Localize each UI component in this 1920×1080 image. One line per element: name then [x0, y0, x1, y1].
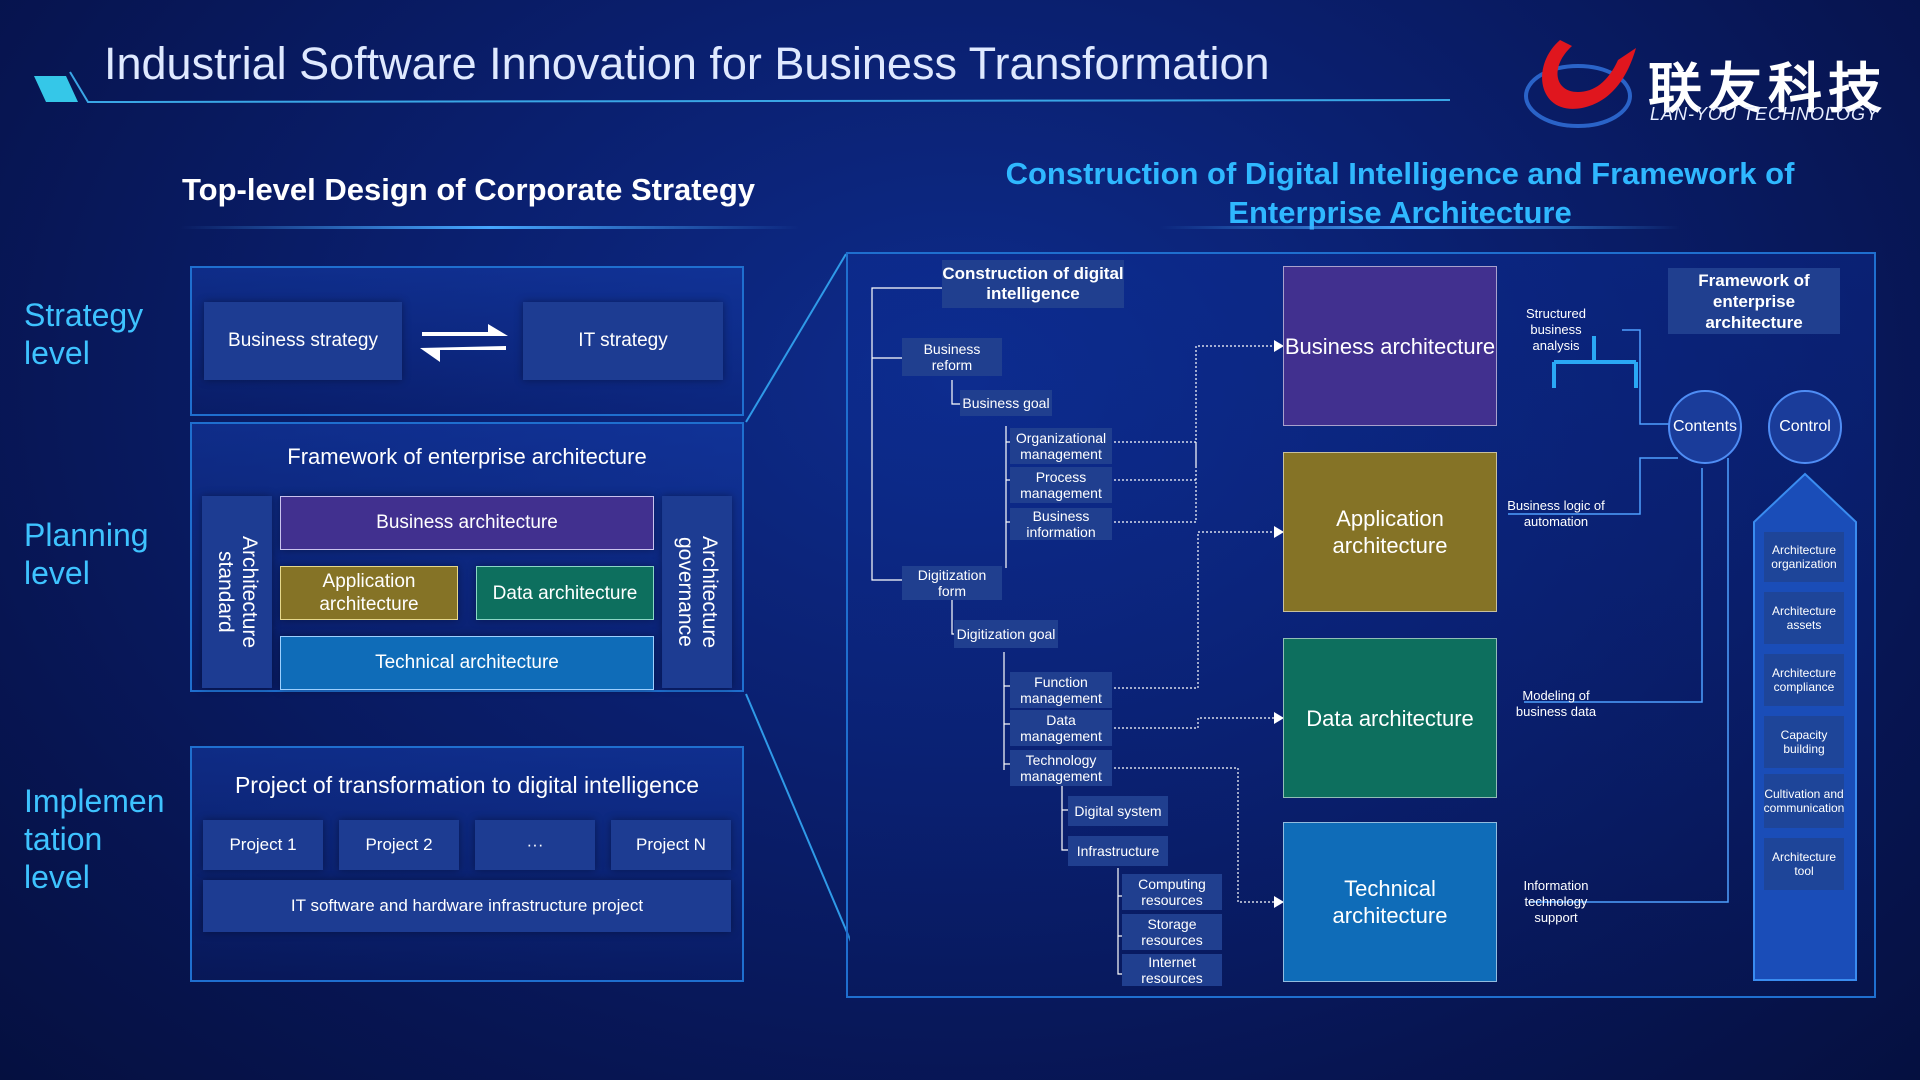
architecture-organization-item: Architecture organization	[1764, 532, 1844, 582]
architecture-assets-item: Architecture assets	[1764, 592, 1844, 644]
technical-architecture-block: Technical architecture	[1283, 822, 1497, 982]
planning-data-architecture: Data architecture	[476, 566, 654, 620]
lanyou-logo-icon	[1524, 40, 1636, 128]
data-modeling-note: Modeling of business data	[1515, 688, 1597, 719]
planning-business-architecture: Business architecture	[280, 496, 654, 550]
framework-title-node: Framework of enterprise architecture	[1668, 268, 1840, 334]
project-1-box: Project 1	[203, 820, 323, 870]
logo-english-text: LAN-YOU TECHNOLOGY	[1650, 104, 1880, 124]
digital-system-node: Digital system	[1068, 796, 1168, 826]
architecture-compliance-item: Architecture compliance	[1764, 654, 1844, 706]
page-title: Industrial Software Innovation for Busin…	[104, 38, 1270, 89]
implementation-panel-title: Project of transformation to digital int…	[234, 772, 700, 798]
infrastructure-project-box: IT software and hardware infrastructure …	[203, 880, 731, 932]
title-underline-decoration	[34, 71, 1450, 104]
it-strategy-box: IT strategy	[523, 302, 723, 380]
data-management-node: Data management	[1010, 710, 1112, 746]
business-information-node: Business information	[1010, 508, 1112, 540]
planning-application-architecture: Application architecture	[280, 566, 458, 620]
technology-management-node: Technology management	[1010, 750, 1112, 786]
organizational-management-node: Organizational management	[1010, 428, 1112, 464]
right-heading-glow	[1160, 226, 1680, 229]
project-ellipsis-box: ···	[475, 820, 595, 870]
left-heading-glow	[180, 226, 800, 229]
data-architecture-block: Data architecture	[1283, 638, 1497, 798]
cultivation-communication-item: Cultivation and communication	[1764, 774, 1844, 828]
it-support-note: Information technology support	[1523, 878, 1589, 925]
business-goal-node: Business goal	[960, 390, 1052, 416]
architecture-tool-item: Architecture tool	[1764, 838, 1844, 890]
digitization-goal-node: Digitization goal	[954, 620, 1058, 648]
planning-panel-title: Framework of enterprise architecture	[287, 444, 647, 469]
process-management-node: Process management	[1010, 467, 1112, 503]
business-architecture-block: Business architecture	[1283, 266, 1497, 426]
project-2-box: Project 2	[339, 820, 459, 870]
application-architecture-block: Application architecture	[1283, 452, 1497, 612]
project-n-box: Project N	[611, 820, 731, 870]
business-reform-node: Business reform	[902, 338, 1002, 376]
internet-resources-node: Internet resources	[1122, 954, 1222, 986]
storage-resources-node: Storage resources	[1122, 914, 1222, 950]
business-strategy-box: Business strategy	[204, 302, 402, 380]
control-circle: Control	[1768, 390, 1842, 464]
architecture-standard-box: Architecture standard	[202, 496, 272, 688]
contents-circle: Contents	[1668, 390, 1742, 464]
root-construction-node: Construction of digital intelligence	[942, 260, 1124, 308]
business-logic-note: Business logic of automation	[1507, 498, 1605, 529]
function-management-node: Function management	[1010, 672, 1112, 708]
right-section-heading: Construction of Digital Intelligence and…	[1005, 156, 1795, 230]
structured-analysis-note: Structured business analysis	[1526, 306, 1586, 353]
infrastructure-node: Infrastructure	[1068, 836, 1168, 866]
zoom-connector-lines	[745, 253, 850, 942]
planning-technical-architecture: Technical architecture	[280, 636, 654, 690]
logo-chinese-text: 联友科技	[1648, 57, 1888, 120]
capacity-building-item: Capacity building	[1764, 716, 1844, 768]
tree-connector-lines	[871, 287, 1729, 975]
computing-resources-node: Computing resources	[1122, 874, 1222, 910]
digitization-form-node: Digitization form	[902, 566, 1002, 600]
left-section-heading: Top-level Design of Corporate Strategy	[182, 172, 756, 207]
bidirectional-arrow-icon	[420, 324, 508, 362]
architecture-governance-box: Architecture governance	[662, 496, 732, 688]
